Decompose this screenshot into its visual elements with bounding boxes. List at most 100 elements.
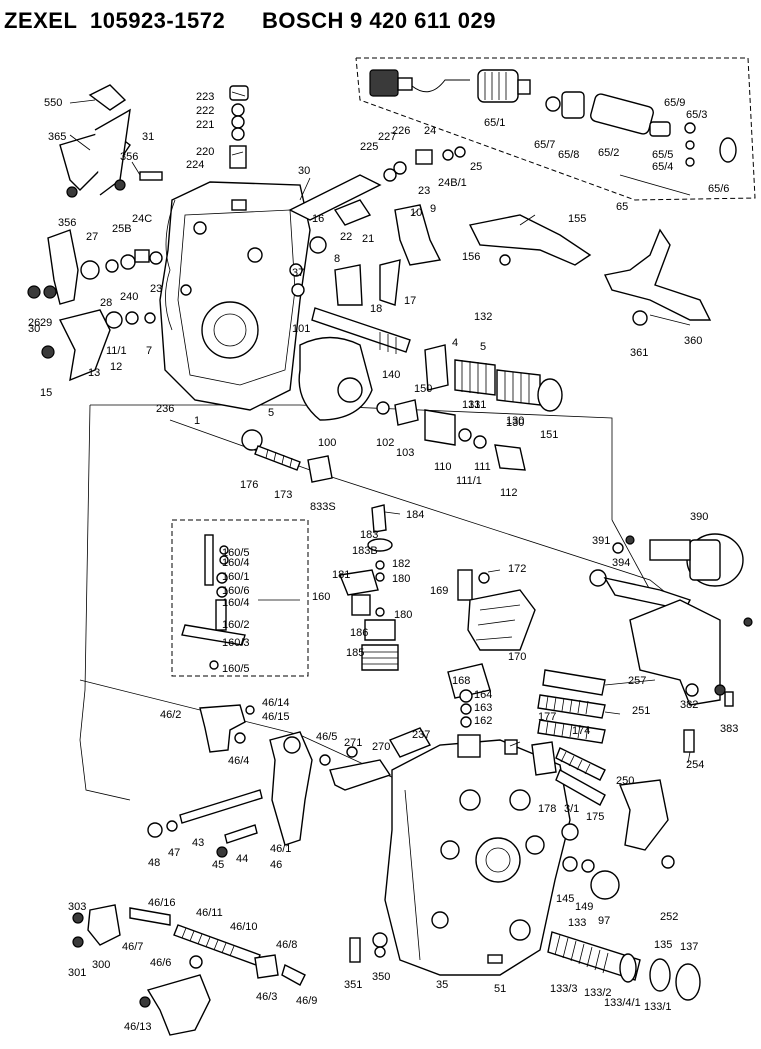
part-label: 65/9	[664, 97, 685, 109]
part-label: 133/2	[584, 987, 612, 999]
part-label: 133/3	[550, 983, 578, 995]
part-label: 164	[474, 689, 492, 701]
part-label: 31	[142, 131, 154, 143]
part-label: 24	[424, 125, 436, 137]
part-label: 111	[474, 461, 491, 473]
part-label: 35	[436, 979, 448, 991]
part-label: 178	[538, 803, 556, 815]
part-label: 65/3	[686, 109, 707, 121]
part-label: 301	[68, 967, 86, 979]
part-label: 3/1	[564, 803, 579, 815]
part-label: 46/9	[296, 995, 317, 1007]
part-label: 184	[406, 509, 424, 521]
part-label: 10	[410, 207, 422, 219]
part-label: 140	[382, 369, 400, 381]
brackets-155-360	[468, 214, 712, 326]
part-label: 65/5	[652, 149, 673, 161]
drive-shaft-group	[298, 307, 563, 471]
part-label: 394	[612, 557, 630, 569]
cartridge-133	[547, 931, 701, 1001]
part-label: 382	[680, 699, 698, 711]
part-label: 365	[48, 131, 66, 143]
part-label: 13	[88, 367, 100, 379]
part-label: 170	[508, 651, 526, 663]
part-label: 160/1	[222, 571, 250, 583]
part-label: 222	[196, 105, 214, 117]
part-label: 130	[506, 417, 524, 429]
part-label: 46/8	[276, 939, 297, 951]
part-label: 150	[414, 383, 432, 395]
part-label: 356	[58, 217, 76, 229]
part-label: 46	[270, 859, 282, 871]
part-label: 169	[430, 585, 448, 597]
part-label: 303	[68, 901, 86, 913]
part-label: 100	[318, 437, 336, 449]
actuator-390	[589, 533, 753, 706]
part-label: 225	[360, 141, 378, 153]
part-label: 185	[346, 647, 364, 659]
part-label: 237	[412, 729, 430, 741]
part-label: 30	[28, 323, 40, 335]
part-label: 186	[350, 627, 368, 639]
part-label: 172	[508, 563, 526, 575]
part-label: 163	[474, 702, 492, 714]
part-label: 11/1	[106, 345, 127, 357]
part-label: 46/13	[124, 1021, 152, 1033]
part-label: 65/7	[534, 139, 555, 151]
part-label: 160/2	[222, 619, 250, 631]
part-label: 250	[616, 775, 634, 787]
part-label: 102	[376, 437, 394, 449]
left-levers	[27, 84, 163, 382]
lever-group-46	[72, 704, 392, 1036]
part-label: 180	[392, 573, 410, 585]
part-label: 177	[538, 711, 556, 723]
part-label: 46/2	[160, 709, 181, 721]
part-label: 47	[168, 847, 180, 859]
part-label: 23	[150, 283, 162, 295]
part-label: 252	[660, 911, 678, 923]
part-label: 24C	[132, 213, 152, 225]
part-label: 390	[690, 511, 708, 523]
part-label: 18	[370, 303, 382, 315]
part-label: 21	[362, 233, 374, 245]
part-label: 133/4/1	[604, 997, 641, 1009]
part-label: 160/3	[222, 637, 250, 649]
part-label: 270	[372, 741, 390, 753]
part-label: 103	[396, 447, 414, 459]
part-label: 131	[468, 399, 486, 411]
part-label: 131	[462, 399, 480, 411]
part-label: 183B	[352, 545, 378, 557]
part-label: 173	[274, 489, 292, 501]
part-label: 27	[86, 231, 98, 243]
part-label: 254	[686, 759, 704, 771]
part-label: 236	[156, 403, 174, 415]
part-label: 46/7	[122, 941, 143, 953]
part-label: 132	[474, 311, 492, 323]
part-label: 12	[110, 361, 122, 373]
part-label: 160	[312, 591, 330, 603]
part-label: 145	[556, 893, 574, 905]
part-label: 391	[592, 535, 610, 547]
part-label: 271	[344, 737, 362, 749]
part-label: 223	[196, 91, 214, 103]
part-label: 240	[120, 291, 138, 303]
bolts	[349, 727, 518, 964]
part-label: 46/10	[230, 921, 258, 933]
header-maker: ZEXEL	[4, 8, 78, 33]
part-label: 51	[494, 983, 506, 995]
part-label: 112	[500, 487, 518, 499]
part-label: 383	[720, 723, 738, 735]
part-label: 25	[470, 161, 482, 173]
part-label: 137	[680, 941, 698, 953]
part-label: 46/11	[196, 907, 223, 919]
part-label: 28	[100, 297, 112, 309]
part-label: 149	[575, 901, 593, 913]
part-label: 65	[616, 201, 628, 213]
part-label: 130	[506, 415, 524, 427]
part-label: 9	[430, 203, 436, 215]
part-label: 174	[572, 725, 590, 737]
part-label: 160/5	[222, 547, 250, 559]
solenoid-assembly	[369, 69, 737, 167]
part-label: 46/14	[262, 697, 290, 709]
